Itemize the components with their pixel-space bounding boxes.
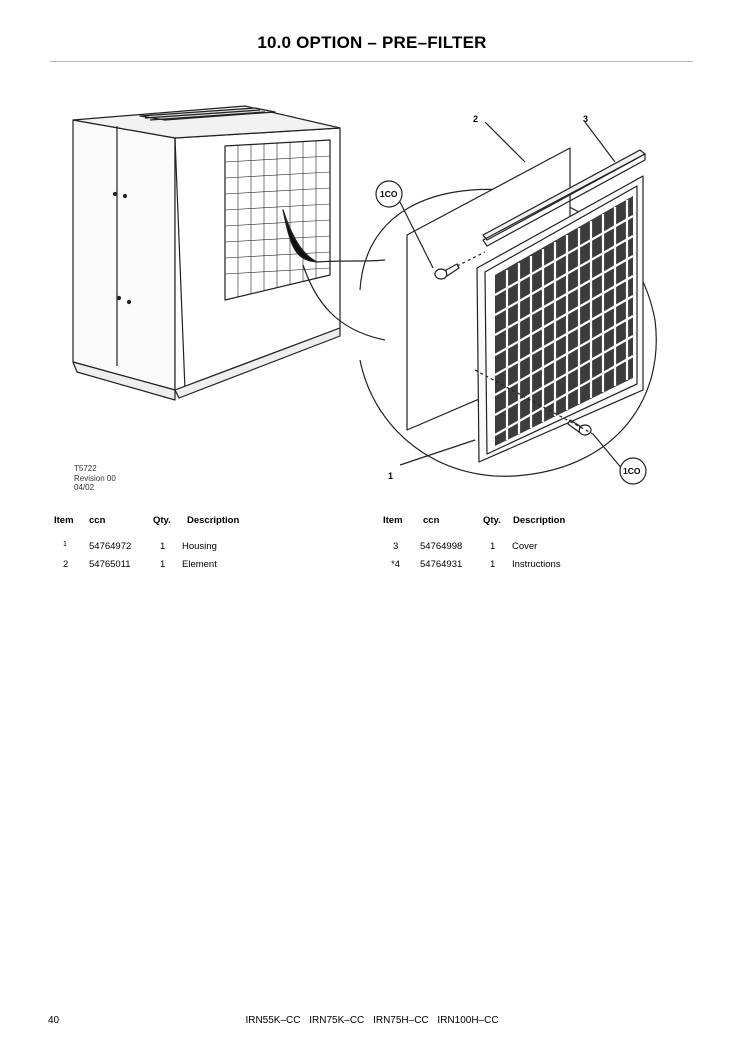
row-description: Element xyxy=(182,559,217,570)
col-header-qty: Qty. xyxy=(153,515,171,526)
col-header-ccn: ccn xyxy=(89,515,106,526)
figure-date: 04/02 xyxy=(74,483,95,492)
col-header-description: Description xyxy=(187,515,240,526)
callout-1co-bottom: 1CO xyxy=(623,466,641,476)
title-divider xyxy=(50,61,693,62)
model-list: IRN55K–CC IRN75K–CC IRN75H–CC IRN100H–CC xyxy=(0,1015,744,1026)
row-qty: 1 xyxy=(160,541,166,552)
row-description: Instructions xyxy=(512,559,561,570)
compressor-cabinet xyxy=(72,105,341,401)
callout-1: 1 xyxy=(388,471,394,481)
col-header-qty: Qty. xyxy=(483,515,501,526)
row-description: Housing xyxy=(182,541,217,552)
model-name: IRN55K–CC xyxy=(245,1015,301,1026)
col-header-item: Item xyxy=(54,515,74,526)
row-ccn: 54765011 xyxy=(89,559,131,570)
row-ccn: 54764931 xyxy=(420,559,463,570)
callout-1co-top: 1CO xyxy=(380,189,398,199)
row-qty: 1 xyxy=(490,541,496,552)
row-item: 2 xyxy=(63,559,69,570)
row-ccn: 54764998 xyxy=(420,541,463,552)
row-qty: 1 xyxy=(490,559,496,570)
row-ccn: 54764972 xyxy=(89,541,132,552)
model-name: IRN75H–CC xyxy=(373,1015,429,1026)
callout-3: 3 xyxy=(583,114,589,124)
model-name: IRN75K–CC xyxy=(309,1015,365,1026)
page-number: 40 xyxy=(48,1015,60,1026)
row-item: 1 xyxy=(63,541,67,548)
figure-revision: Revision 00 xyxy=(74,473,116,483)
row-description: Cover xyxy=(512,541,538,552)
figure-ref-code: T5722 xyxy=(74,464,97,473)
col-header-item: Item xyxy=(383,515,403,526)
page-title: 10.0 OPTION – PRE–FILTER xyxy=(257,33,487,52)
row-item: 3 xyxy=(393,541,399,552)
model-name: IRN100H–CC xyxy=(437,1015,499,1026)
row-qty: 1 xyxy=(160,559,166,570)
prefilter-exploded-illustration xyxy=(72,105,657,485)
col-header-ccn: ccn xyxy=(423,515,440,526)
col-header-description: Description xyxy=(513,515,566,526)
figure-reference: T5722 Revision 00 04/02 xyxy=(74,464,116,493)
callout-2: 2 xyxy=(473,114,479,124)
row-item: *4 xyxy=(391,559,400,570)
